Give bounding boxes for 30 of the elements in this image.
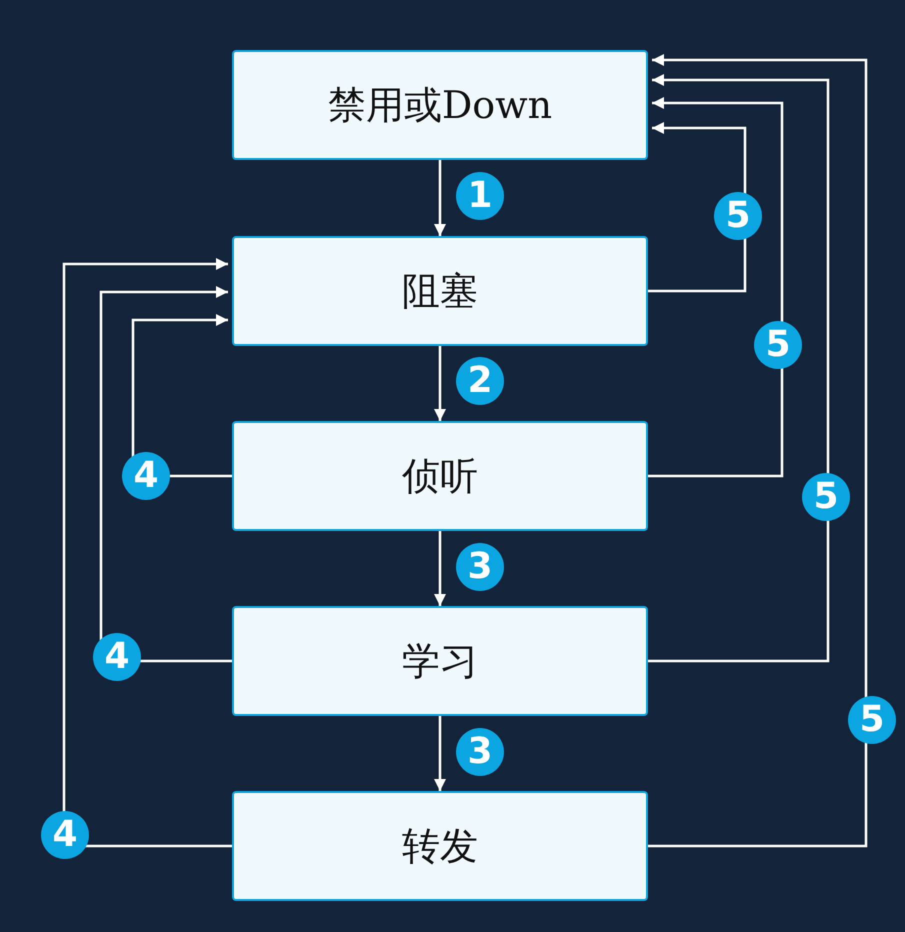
state-box (232, 421, 648, 531)
arrow (434, 346, 446, 421)
step-number-badge: 4 (122, 452, 170, 500)
arrow (62, 258, 232, 848)
state-box (232, 236, 648, 346)
state-label: 侦听 (402, 452, 478, 500)
state-label: 转发 (402, 822, 478, 870)
arrow (434, 531, 446, 606)
arrow (434, 160, 446, 236)
step-number-badge: 4 (41, 811, 89, 859)
arrow (648, 54, 868, 848)
arrow (434, 716, 446, 791)
state-box (232, 606, 648, 716)
arrow (648, 74, 830, 662)
step-number-badge: 2 (456, 357, 504, 405)
step-number-badge: 5 (802, 473, 850, 521)
step-number-badge: 5 (754, 321, 802, 369)
state-label: 阻塞 (402, 268, 478, 314)
step-number-badge: 5 (714, 192, 762, 240)
arrow (100, 286, 232, 662)
step-number-badge: 3 (456, 728, 504, 776)
step-number-badge: 5 (848, 696, 896, 744)
state-box (232, 50, 648, 160)
step-number-badge: 1 (456, 172, 504, 220)
arrow (648, 97, 784, 478)
state-box (232, 791, 648, 901)
state-label: 禁用或Down (328, 82, 552, 128)
state-label: 学习 (402, 638, 478, 684)
step-number-badge: 3 (456, 543, 504, 591)
step-number-badge: 4 (93, 633, 141, 681)
